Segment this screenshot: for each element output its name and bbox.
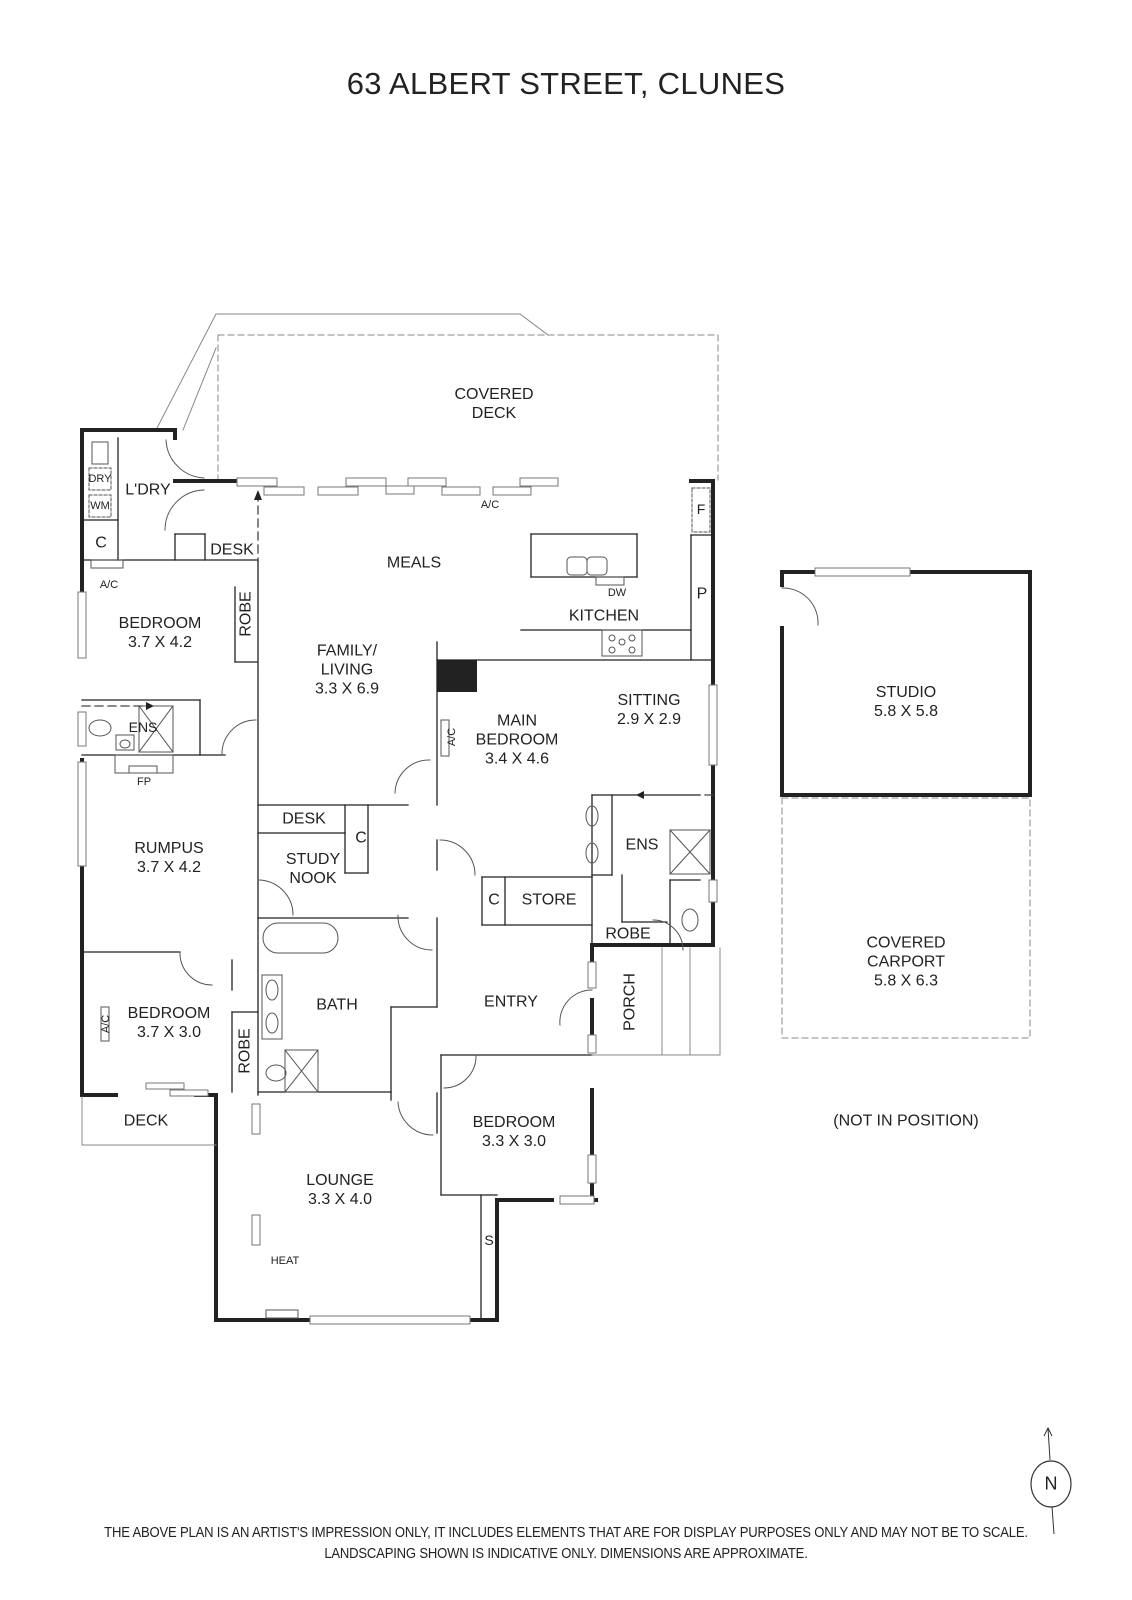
fixture-cupboard-laundry: C (95, 534, 107, 552)
fixture-pantry: P (696, 585, 708, 603)
fixture-washing-machine: WM (90, 500, 110, 512)
page-title: 63 ALBERT STREET, CLUNES (346, 66, 786, 101)
ac-sw: A/C (100, 1014, 112, 1034)
fixture-s: S (484, 1232, 494, 1248)
robe-sw: ROBE (236, 1028, 254, 1074)
room-entry: ENTRY (484, 993, 538, 1011)
room-study-nook: STUDY NOOK (285, 851, 341, 887)
top-windows (236, 477, 559, 496)
robe-e: ROBE (605, 925, 651, 943)
ac-top: A/C (480, 499, 500, 511)
room-bath: BATH (316, 996, 358, 1014)
fixture-fireplace: FP (136, 776, 152, 788)
room-laundry: L'DRY (125, 481, 171, 499)
north-compass: N (1028, 1426, 1076, 1536)
compass-icon (1030, 1426, 1072, 1535)
room-porch: PORCH (621, 973, 639, 1031)
compass-label: N (1044, 1473, 1058, 1494)
room-covered-deck: COVERED DECK (454, 386, 534, 422)
ac-main: A/C (446, 727, 458, 747)
fixture-cupboard-mid: C (355, 829, 367, 847)
outbuilding-note: (NOT IN POSITION) (833, 1112, 979, 1130)
exterior-walls (80, 428, 715, 1322)
disclaimer: THE ABOVE PLAN IS AN ARTIST'S IMPRESSION… (104, 1525, 1028, 1562)
fixture-fridge: F (696, 501, 706, 517)
studio-walls (780, 570, 1032, 797)
fixture-heater: HEAT (270, 1255, 300, 1267)
carport-outline (781, 797, 1031, 1039)
porch-outline (591, 947, 721, 1056)
covered-deck-outline (155, 313, 719, 481)
studio-window (814, 567, 911, 577)
room-ensuite-e: ENS (625, 836, 659, 854)
fixture-dryer: DRY (88, 473, 112, 485)
fixture-dishwasher: DW (607, 587, 627, 599)
robe-nw: ROBE (237, 591, 255, 637)
fixtures (88, 441, 711, 1319)
room-deck: DECK (123, 1112, 169, 1130)
room-ensuite-w: ENS (128, 719, 158, 735)
dashed-arrows (81, 490, 714, 799)
side-windows (77, 591, 718, 1325)
room-meals: MEALS (386, 554, 442, 572)
desk-mid: DESK (282, 810, 326, 828)
room-kitchen: KITCHEN (568, 607, 640, 625)
room-store: STORE (521, 891, 577, 909)
fixture-cupboard-store: C (488, 891, 500, 909)
desk-top: DESK (210, 541, 254, 559)
ac-nw: A/C (99, 579, 119, 591)
door-swings (164, 439, 819, 1136)
chimney-block (437, 660, 477, 692)
sw-deck-outline (81, 1096, 217, 1146)
